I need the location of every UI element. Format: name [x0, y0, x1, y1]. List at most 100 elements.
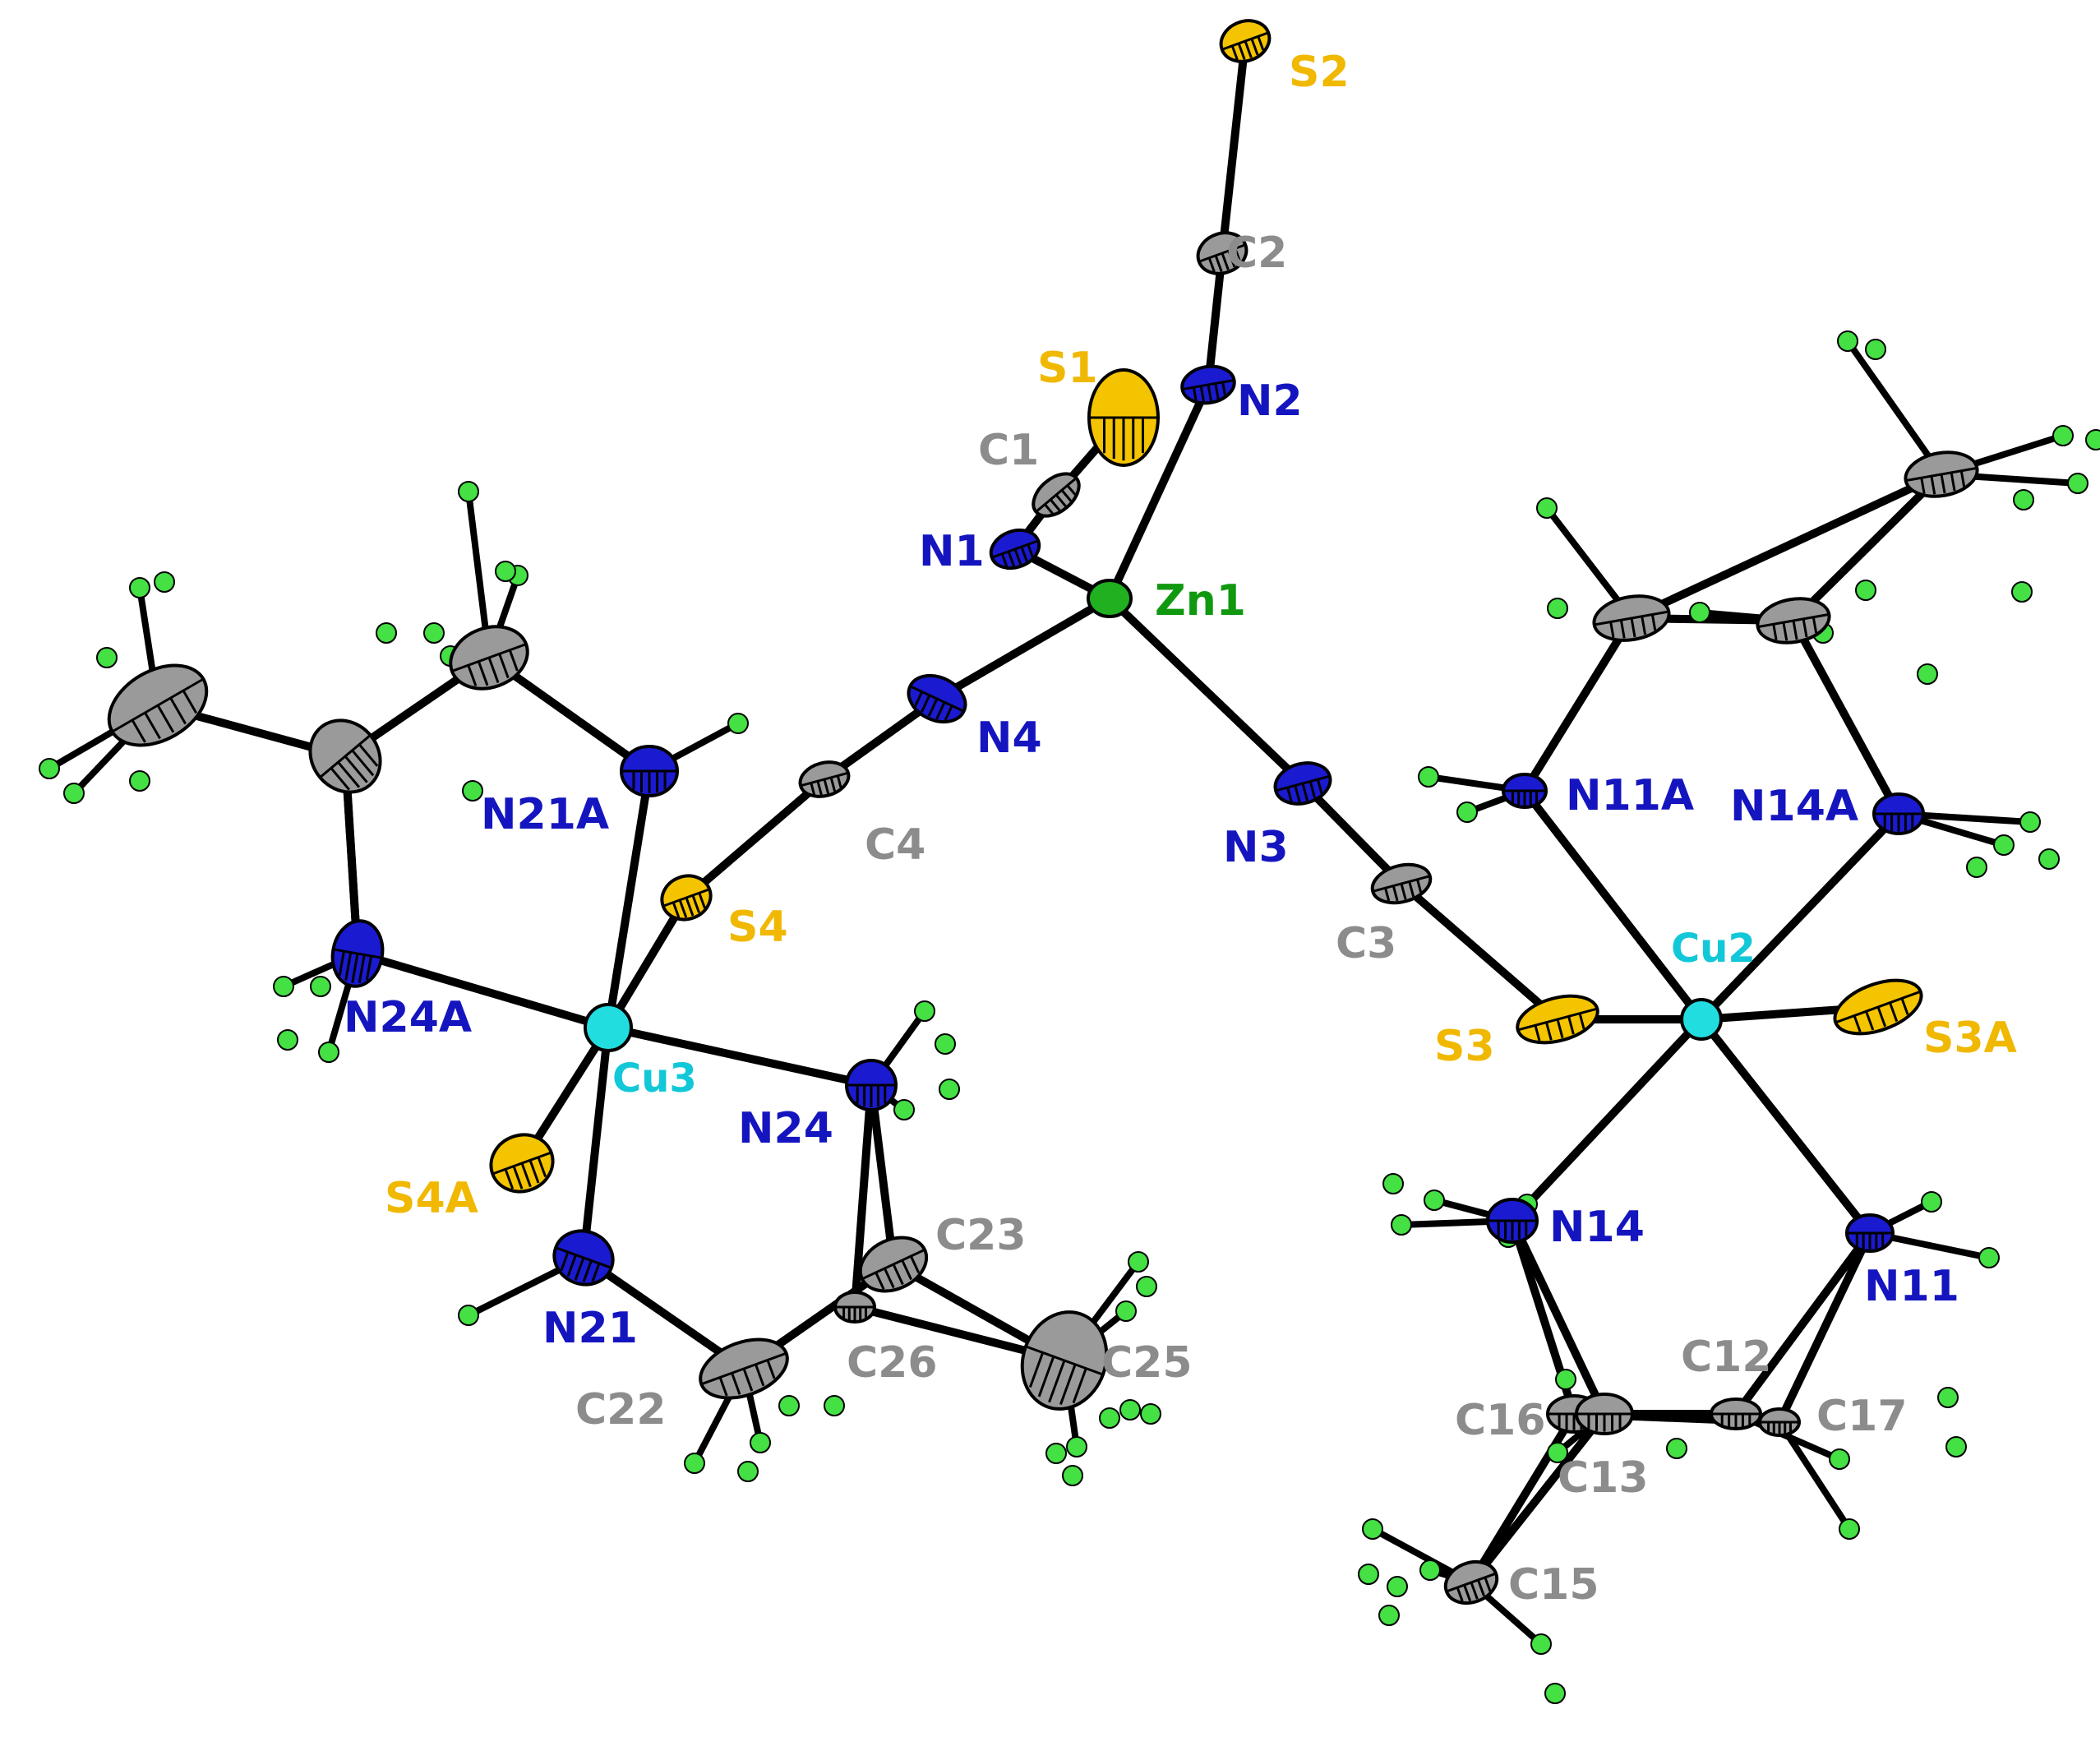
hydrogen-atom: [1544, 1683, 1566, 1704]
bond-cu3-n21: [579, 1023, 612, 1262]
hydrogen-atom: [318, 1042, 339, 1063]
hydrogen-atom: [1536, 497, 1558, 519]
hydrogen-atom: [1358, 1564, 1379, 1585]
hydrogen-atom: [63, 783, 85, 804]
atom-s4: [660, 874, 713, 922]
atom-cl2: [308, 718, 382, 794]
bond-c17-n11: [1775, 1229, 1874, 1426]
atom-c17: [1758, 1407, 1801, 1437]
hydrogen-atom: [1547, 598, 1568, 619]
hydrogen-atom: [2067, 473, 2088, 494]
atom-cu2: [1680, 998, 1723, 1041]
hydrogen-atom: [1362, 1518, 1383, 1540]
label-c23: C23: [935, 1211, 1027, 1260]
bond-cu2-n14a: [1697, 810, 1903, 1023]
label-c22: C22: [575, 1385, 667, 1434]
label-n2: N2: [1237, 377, 1303, 426]
hydrogen-atom: [458, 481, 479, 502]
hydrogen-atom: [1921, 1191, 1942, 1213]
bond-c13-c15: [1467, 1410, 1608, 1587]
hydrogen-atom: [935, 1033, 956, 1055]
atom-c13: [1575, 1393, 1634, 1435]
label-cu3: Cu3: [612, 1056, 697, 1102]
atom-s4a: [489, 1133, 555, 1194]
hydrogen-atom: [2019, 811, 2041, 833]
label-c25: C25: [1101, 1338, 1193, 1388]
atom-c22: [699, 1337, 789, 1400]
hydrogen-atom: [462, 780, 483, 802]
hydrogen-atom: [2052, 425, 2074, 446]
bond-s4-cu3: [604, 894, 690, 1032]
atom-s3a: [1833, 978, 1923, 1036]
label-n1: N1: [919, 527, 985, 576]
hydrogen-atom: [1530, 1633, 1552, 1655]
atom-c1: [1032, 472, 1081, 518]
atom-n21a: [620, 745, 679, 797]
hydrogen-atom: [277, 1029, 298, 1051]
hydrogen-atom: [1829, 1448, 1850, 1470]
label-n11a: N11A: [1566, 771, 1694, 820]
atom-c2: [1196, 231, 1248, 275]
label-zn1: Zn1: [1155, 576, 1246, 626]
atom-n14: [1486, 1198, 1539, 1244]
atom-n11: [1845, 1213, 1895, 1253]
hydrogen-atom: [154, 571, 175, 593]
atom-ct2: [1756, 597, 1831, 644]
hydrogen-atom: [1666, 1438, 1687, 1459]
hydrogen-atom: [1855, 580, 1876, 601]
label-n3: N3: [1223, 823, 1289, 872]
atom-c15: [1443, 1559, 1499, 1605]
hydrogen-atom: [939, 1079, 960, 1100]
hydrogen-atom: [727, 713, 749, 734]
label-n21a: N21A: [481, 790, 609, 839]
label-n14a: N14A: [1730, 782, 1858, 831]
atom-c3: [1370, 862, 1433, 905]
bond-cu3-n24: [604, 1023, 875, 1089]
hydrogen-atom: [1689, 602, 1710, 623]
hydrogen-atom: [684, 1453, 705, 1474]
atom-c4: [798, 760, 851, 798]
bond-cu2-n11a: [1521, 787, 1705, 1023]
label-n4: N4: [976, 714, 1042, 763]
atom-c26: [833, 1291, 876, 1324]
hydrogen-atom: [778, 1395, 800, 1416]
label-s3a: S3A: [1923, 1014, 2017, 1063]
hydrogen-atom: [458, 1305, 479, 1326]
hydrogen-atom: [1128, 1251, 1149, 1273]
hydrogen-atom: [129, 770, 150, 792]
bond-ct2-n14a: [1789, 617, 1903, 818]
label-n21: N21: [542, 1304, 638, 1353]
hydrogen-atom: [1391, 1214, 1412, 1236]
bond-zn1-n3: [1105, 594, 1307, 788]
hydrogen-atom: [1115, 1300, 1137, 1322]
atom-cl1: [449, 625, 529, 691]
hydrogen-atom: [1424, 1190, 1445, 1211]
hydrogen-atom: [2013, 489, 2034, 510]
bond-cu3-n24a: [353, 949, 612, 1032]
label-s2: S2: [1289, 48, 1350, 97]
bond-c4-s4: [682, 775, 828, 902]
h-bond: [1844, 338, 1945, 478]
hydrogen-atom: [1045, 1443, 1067, 1464]
label-c3: C3: [1336, 919, 1396, 968]
atom-cme2: [107, 663, 209, 747]
label-s4: S4: [727, 903, 788, 952]
label-n24a: N24A: [344, 993, 472, 1042]
label-c1: C1: [978, 426, 1039, 475]
hydrogen-atom: [39, 758, 60, 779]
atom-c23: [858, 1236, 929, 1293]
atom-c12: [1710, 1397, 1762, 1430]
hydrogen-atom: [2038, 848, 2060, 870]
hydrogen-atom: [1547, 1442, 1568, 1463]
hydrogen-atom: [1978, 1247, 2000, 1268]
atom-n21: [552, 1229, 615, 1287]
hydrogen-atom: [495, 561, 516, 582]
atom-n24a: [330, 919, 385, 988]
hydrogen-atom: [1382, 1173, 1404, 1194]
hydrogen-atom: [129, 577, 150, 598]
bond-n24-c23: [867, 1081, 898, 1268]
bond-cu3-n21a: [604, 767, 653, 1032]
hydrogen-atom: [1099, 1407, 1120, 1429]
bond-ct1-cme1: [1627, 470, 1945, 622]
